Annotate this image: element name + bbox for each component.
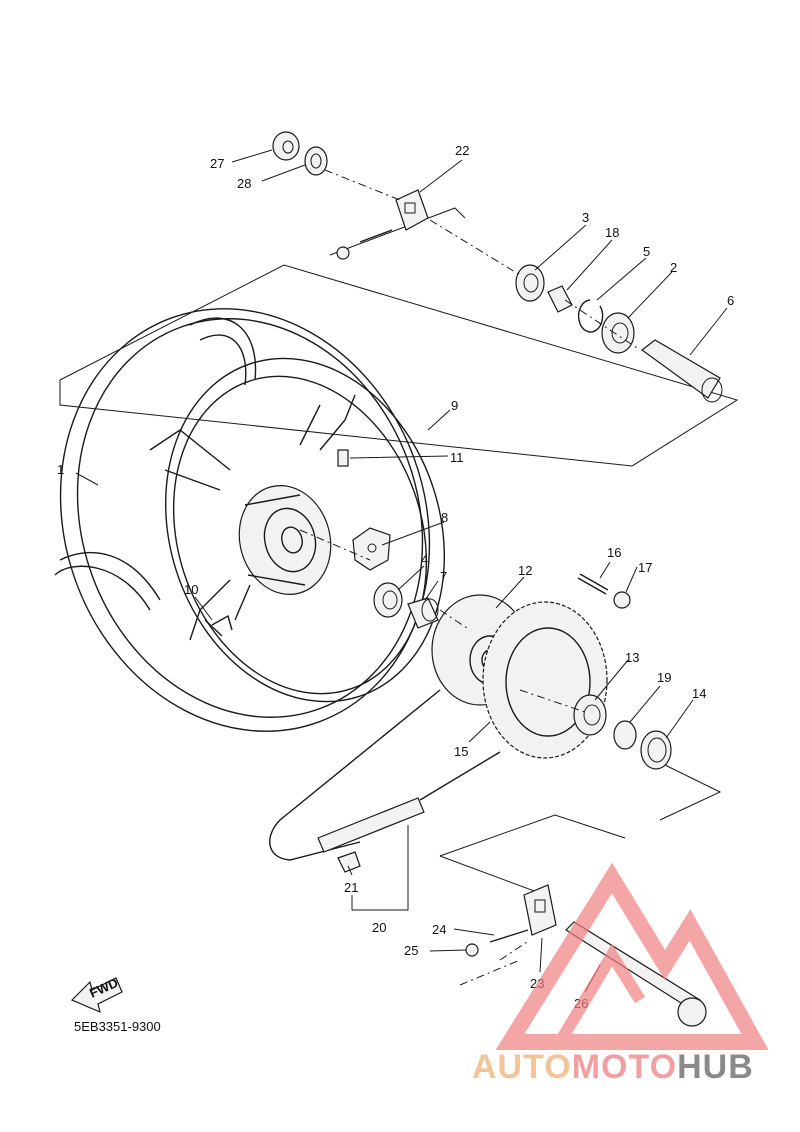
callout-19: 19	[657, 670, 671, 685]
callout-4: 4	[421, 552, 428, 567]
chain-puller-23	[523, 884, 557, 936]
callout-22: 22	[455, 143, 469, 158]
watermark-brand-hub: HUB	[677, 1048, 754, 1086]
bearing-13	[573, 694, 607, 736]
reference-planes	[59, 207, 739, 896]
callout-14: 14	[692, 686, 706, 701]
leader-lines	[75, 149, 728, 993]
callout-10: 10	[184, 582, 198, 597]
hub-damper	[352, 527, 391, 571]
callout-21: 21	[344, 880, 358, 895]
callout-13: 13	[625, 650, 639, 665]
valve-stem	[204, 614, 233, 637]
watermark-brand: AUTOMOTOHUB	[472, 1048, 754, 1087]
callout-15: 15	[454, 744, 468, 759]
collar-19	[613, 720, 637, 750]
callout-3: 3	[582, 210, 589, 225]
callout-16: 16	[607, 545, 621, 560]
cover-clip	[337, 449, 349, 467]
drive-chain	[269, 689, 501, 861]
fwd-arrow: FWD	[70, 975, 123, 1014]
callout-6: 6	[727, 293, 734, 308]
callout-9: 9	[451, 398, 458, 413]
callout-27: 27	[210, 156, 224, 171]
callout-8: 8	[441, 510, 448, 525]
collar-7	[407, 597, 439, 629]
watermark-logo	[495, 862, 769, 1050]
adjust-bolt	[336, 229, 393, 260]
oil-seal-14	[640, 730, 672, 770]
bearing-4	[373, 582, 403, 618]
callout-2: 2	[670, 260, 677, 275]
callout-20: 20	[372, 920, 386, 935]
oil-seal-3	[515, 264, 545, 302]
callout-5: 5	[643, 244, 650, 259]
lower-guides	[459, 939, 531, 986]
circlip-5	[577, 299, 604, 333]
wheel-axle	[565, 921, 707, 1027]
rear-wheel	[54, 308, 446, 732]
callout-11: 11	[450, 450, 464, 465]
callout-24: 24	[432, 922, 446, 937]
washer-28	[304, 146, 328, 176]
stud-bolt	[577, 573, 609, 595]
callout-28: 28	[237, 176, 251, 191]
collar-18	[547, 285, 573, 313]
nut-25	[465, 943, 479, 957]
axle-nut	[272, 131, 300, 161]
axle-centerline	[299, 169, 641, 713]
part-code: 5EB3351-9300	[74, 1019, 161, 1034]
callout-1: 1	[57, 462, 64, 477]
nut-17	[613, 591, 631, 609]
watermark-brand-moto: MOTO	[571, 1048, 678, 1086]
adjust-bolt-24	[489, 929, 529, 943]
callout-12: 12	[518, 563, 532, 578]
spacer-6	[640, 339, 723, 403]
callout-18: 18	[605, 225, 619, 240]
bearing-2	[601, 312, 635, 354]
callout-7: 7	[440, 569, 447, 584]
watermark-brand-auto: AUTO	[472, 1048, 572, 1086]
callout-17: 17	[638, 560, 652, 575]
chain-joint	[337, 851, 361, 873]
callout-25: 25	[404, 943, 418, 958]
chain-puller-22	[395, 189, 429, 231]
